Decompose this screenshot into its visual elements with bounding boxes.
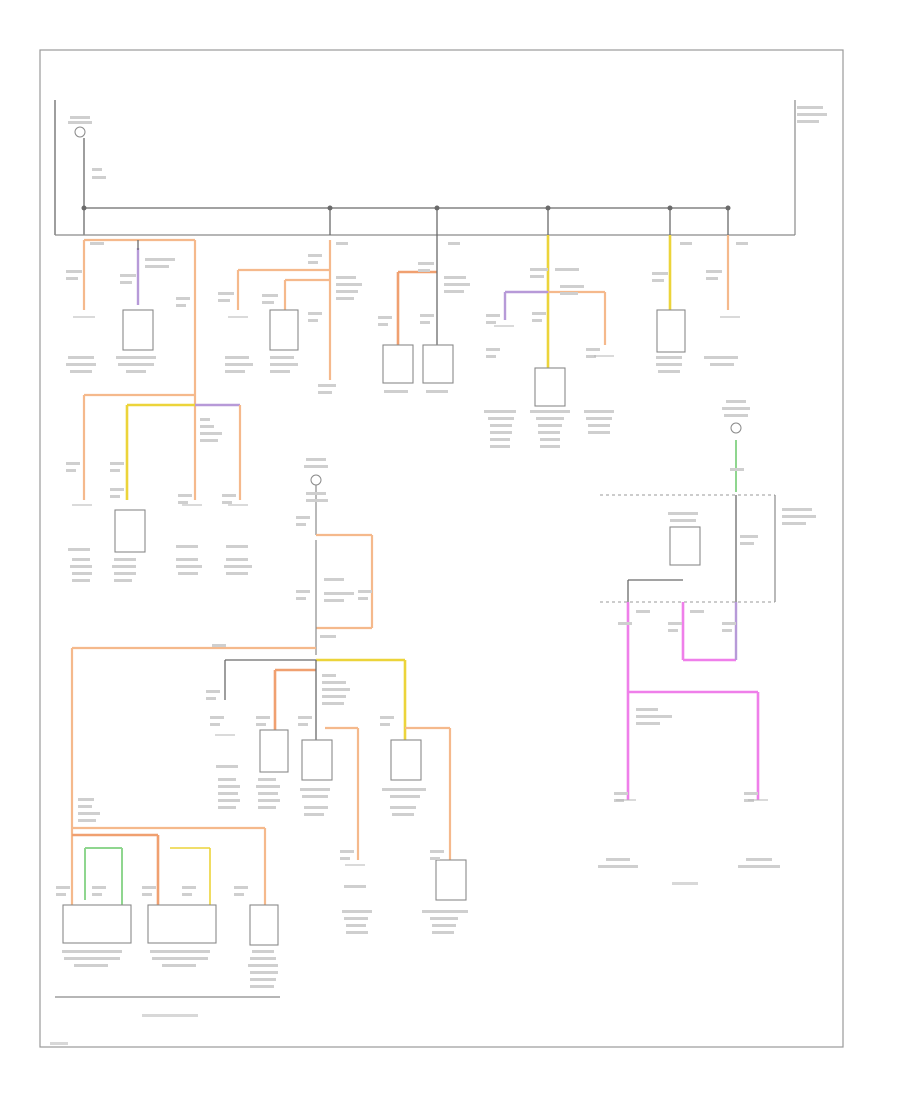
wires-upper-left <box>82 238 242 500</box>
top-ground-bus <box>54 100 796 236</box>
comp-9 <box>301 739 333 781</box>
comp-13 <box>147 904 217 944</box>
ground-symbol-top <box>68 116 106 179</box>
comp-14 <box>249 904 279 946</box>
wires-center <box>70 474 452 905</box>
comp-2 <box>114 509 146 553</box>
comp-7 <box>656 309 686 353</box>
comp-3 <box>269 309 299 351</box>
comp-15 <box>669 526 701 566</box>
connector-ticks <box>72 316 768 866</box>
wires-right <box>600 422 776 800</box>
comp-8 <box>259 729 289 773</box>
wires-lower-left <box>55 826 280 998</box>
comp-11 <box>435 859 467 901</box>
comp-10 <box>390 739 422 781</box>
comp-12 <box>62 904 132 944</box>
comp-6 <box>534 367 566 407</box>
illegible-labels <box>50 242 816 1045</box>
diagram-border <box>39 49 844 1048</box>
comp-4 <box>382 344 414 384</box>
wires-upper-center <box>236 235 730 380</box>
comp-1 <box>122 309 154 351</box>
comp-5 <box>422 344 454 384</box>
